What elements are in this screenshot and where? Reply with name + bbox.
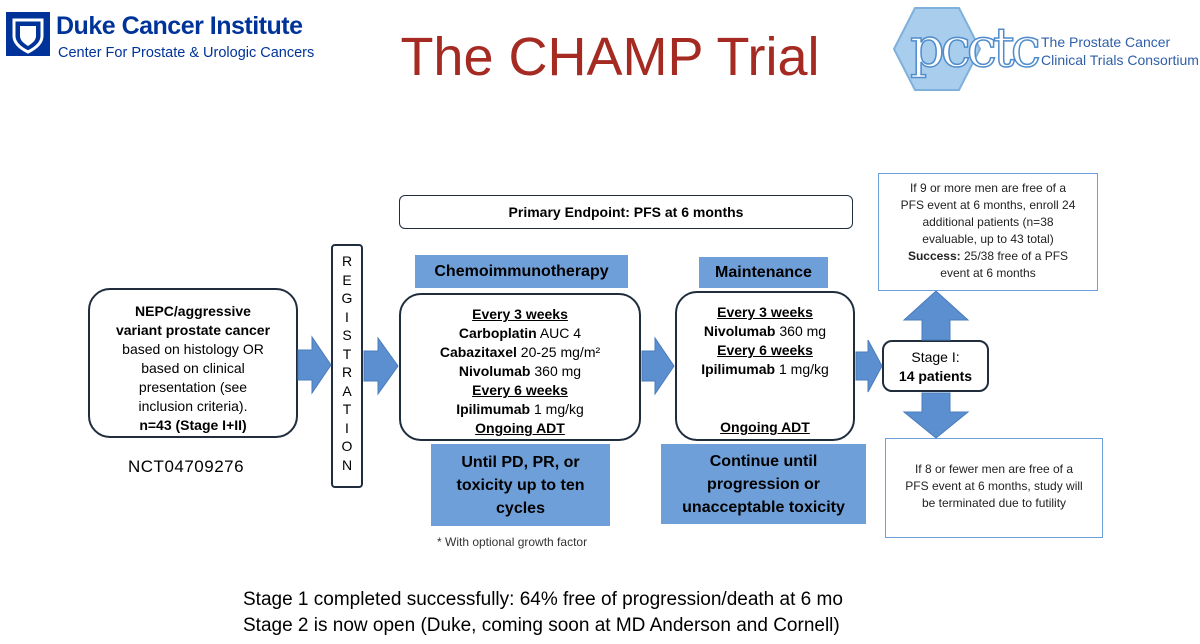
futility-box: If 8 or fewer men are free of a PFS even…	[885, 438, 1103, 538]
duke-subtitle: Center For Prostate & Urologic Cancers	[58, 45, 315, 61]
maintenance-regimen-box: Every 3 weeks Nivolumab 360 mg Every 6 w…	[675, 291, 855, 441]
chemo-until-line2: toxicity up to ten	[456, 477, 585, 494]
success-line2: PFS event at 6 months, enroll 24	[900, 198, 1076, 212]
arrow-right-icon	[641, 336, 675, 396]
success-line4: evaluable, up to 43 total)	[922, 232, 1054, 246]
pcctc-line1: The Prostate Cancer	[1041, 34, 1171, 50]
population-line2: variant prostate cancer	[115, 322, 271, 338]
chemo-until-line1: Until PD, PR, or	[461, 454, 580, 471]
maintenance-cont-line1: Continue until	[709, 453, 818, 470]
duke-title: Duke Cancer Institute	[56, 12, 303, 40]
registration-letter: T	[342, 345, 352, 362]
pcctc-hexagon-icon	[893, 7, 981, 91]
registration-letter: T	[342, 401, 352, 417]
registration-letter: G	[341, 290, 353, 306]
registration-letter: A	[342, 382, 352, 399]
maintenance-adt: Ongoing ADT	[720, 419, 810, 435]
chemo-until-line3: cycles	[496, 500, 545, 517]
maintenance-cont-line2: progression or	[707, 476, 820, 493]
maintenance-every6: Every 6 weeks	[717, 342, 813, 358]
population-line1: NEPC/aggressive	[135, 303, 251, 319]
duke-logo	[6, 12, 50, 56]
stage1-box: Stage I: 14 patients	[882, 340, 989, 392]
futility-line1: If 8 or fewer men are free of a	[914, 462, 1074, 476]
stage1-line1: Stage I:	[911, 349, 960, 365]
population-line6: inclusion criteria).	[138, 398, 248, 414]
maintenance-header: Maintenance	[699, 257, 828, 288]
chemo-carbo-dose: AUC 4	[536, 325, 582, 341]
registration-letter: R	[341, 253, 353, 269]
maintenance-cont-line3: unacceptable toxicity	[682, 499, 845, 516]
duke-shield-icon	[12, 18, 44, 54]
footer-line2: Stage 2 is now open (Duke, coming soon a…	[243, 615, 840, 636]
pcctc-logo-text: pcctc	[909, 15, 1042, 80]
population-line4: based on clinical	[141, 360, 245, 376]
chemo-ipi-dose: 1 mg/kg	[530, 401, 584, 417]
chemo-every3: Every 3 weeks	[472, 306, 568, 322]
success-line3: additional patients (n=38	[922, 215, 1054, 229]
maintenance-ipi-dose: 1 mg/kg	[775, 361, 829, 377]
stage1-line2: 14 patients	[898, 368, 973, 384]
registration-letter: I	[345, 308, 349, 325]
registration-letter: R	[341, 364, 353, 380]
arrow-right-icon	[363, 336, 399, 396]
population-box: NEPC/aggressive variant prostate cancer …	[88, 288, 298, 438]
population-line7: n=43 (Stage I+II)	[139, 417, 247, 433]
chemo-nivo-drug: Nivolumab	[458, 363, 531, 379]
registration-letter: N	[341, 456, 353, 473]
slide-title: The CHAMP Trial	[400, 27, 820, 87]
chemo-ipi-drug: Ipilimumab	[456, 401, 531, 417]
growth-factor-footnote: * With optional growth factor	[437, 535, 588, 549]
population-line5: presentation (see	[138, 379, 248, 395]
arrow-down-icon	[902, 392, 970, 439]
registration-column: R E G I S T R A T I O N	[331, 244, 363, 488]
chemo-caba-drug: Cabazitaxel	[439, 344, 517, 360]
chemo-every6: Every 6 weeks	[472, 382, 568, 398]
primary-endpoint-box: Primary Endpoint: PFS at 6 months	[399, 195, 853, 229]
nct-number: NCT04709276	[128, 457, 245, 476]
chemo-caba-dose: 20-25 mg/m²	[516, 344, 601, 360]
chemo-nivo-dose: 360 mg	[530, 363, 582, 379]
futility-line3: be terminated due to futility	[921, 496, 1067, 510]
pcctc-line2: Clinical Trials Consortium	[1041, 52, 1199, 68]
registration-letter: S	[342, 327, 352, 343]
success-line1: If 9 or more men are free of a	[909, 181, 1067, 195]
footer-line1: Stage 1 completed successfully: 64% free…	[243, 589, 843, 610]
maintenance-duration-box: Continue until progression or unacceptab…	[661, 444, 866, 524]
maintenance-ipi-drug: Ipilimumab	[701, 361, 776, 377]
registration-letter: E	[342, 271, 352, 288]
arrow-right-icon	[855, 339, 883, 393]
primary-endpoint-text: Primary Endpoint: PFS at 6 months	[508, 204, 744, 220]
chemo-header: Chemoimmunotherapy	[415, 255, 628, 288]
arrow-up-icon	[902, 290, 970, 341]
chemo-adt: Ongoing ADT	[475, 420, 565, 436]
chemo-carbo-drug: Carboplatin	[458, 325, 537, 341]
maintenance-nivo-dose: 360 mg	[775, 323, 827, 339]
chemo-duration-box: Until PD, PR, or toxicity up to ten cycl…	[431, 444, 610, 526]
success-line5-rest: 25/38 free of a PFS	[960, 249, 1069, 263]
futility-line2: PFS event at 6 months, study will	[905, 479, 1083, 493]
success-line6: event at 6 months	[940, 266, 1036, 280]
success-criteria-box: If 9 or more men are free of a PFS event…	[878, 173, 1098, 291]
population-line3: based on histology OR	[122, 341, 264, 357]
maintenance-every3: Every 3 weeks	[717, 304, 813, 320]
arrow-right-icon	[297, 335, 332, 395]
registration-letter: I	[345, 419, 349, 436]
success-line5-bold: Success:	[907, 249, 961, 263]
maintenance-nivo-drug: Nivolumab	[703, 323, 776, 339]
registration-letter: O	[341, 438, 353, 454]
chemo-regimen-box: Every 3 weeks Carboplatin AUC 4 Cabazita…	[399, 293, 641, 441]
